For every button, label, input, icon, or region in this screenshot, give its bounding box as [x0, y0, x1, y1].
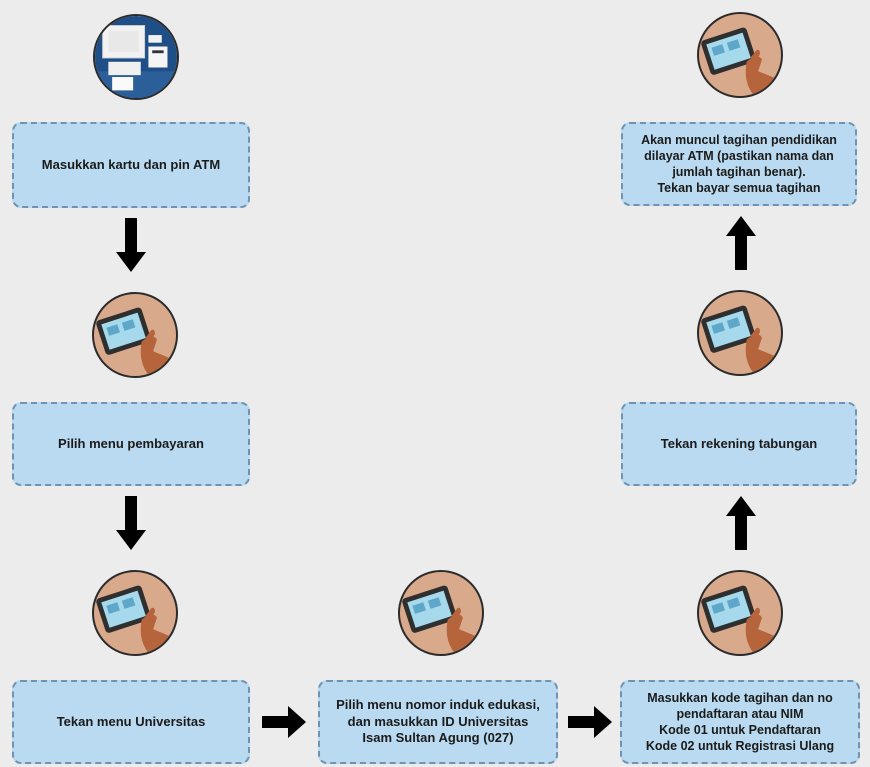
tablet-hand-icon [398, 570, 484, 656]
step-3-box: Tekan menu Universitas [12, 680, 250, 764]
atm-machine-icon [93, 14, 179, 100]
arrow-right-1 [262, 706, 306, 738]
step-1-box: Masukkan kartu dan pin ATM [12, 122, 250, 208]
step-5-box: Masukkan kode tagihan dan no pendaftaran… [620, 680, 860, 764]
tablet-hand-icon [92, 570, 178, 656]
arrow-down-2 [116, 496, 146, 550]
arrow-right-2 [568, 706, 612, 738]
step-6-box: Tekan rekening tabungan [621, 402, 857, 486]
step-4-box: Pilih menu nomor induk edukasi, dan masu… [318, 680, 558, 764]
tablet-hand-icon [697, 290, 783, 376]
tablet-hand-icon [92, 292, 178, 378]
tablet-hand-icon [697, 570, 783, 656]
arrow-down-1 [116, 218, 146, 272]
arrow-up-2 [726, 216, 756, 270]
tablet-hand-icon [697, 12, 783, 98]
step-7-box: Akan muncul tagihan pendidikan dilayar A… [621, 122, 857, 206]
arrow-up-1 [726, 496, 756, 550]
step-2-box: Pilih menu pembayaran [12, 402, 250, 486]
